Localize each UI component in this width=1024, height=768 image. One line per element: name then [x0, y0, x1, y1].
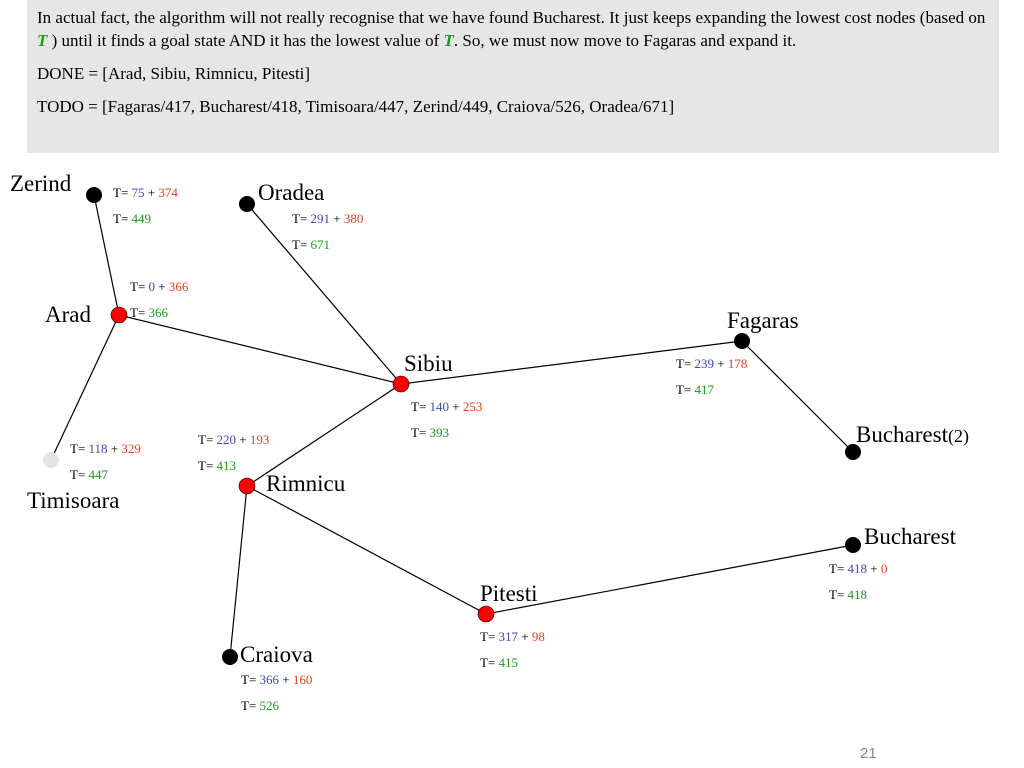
total-craiova: T= 526 — [241, 698, 280, 713]
explanation-paragraph: In actual fact, the algorithm will not r… — [37, 6, 989, 52]
node-label-craiova: Craiova — [240, 642, 313, 667]
edge-pitesti-bucharest — [485, 544, 854, 615]
node-label-fagaras: Fagaras — [727, 308, 799, 333]
total-timisoara: T= 447 — [70, 467, 109, 482]
edge-rimnicu-craiova — [229, 485, 248, 658]
node-rimnicu — [238, 477, 256, 495]
cost-arad: T= 0 + 366 — [130, 279, 189, 294]
node-zerind — [86, 187, 102, 203]
cost-bucharest: T= 418 + 0 — [829, 561, 887, 576]
cost-oradea: T= 291 + 380 — [292, 211, 363, 226]
node-sibiu — [392, 375, 410, 393]
page-number: 21 — [860, 745, 877, 762]
edge-sibiu-oradea — [246, 203, 402, 385]
total-oradea: T= 671 — [292, 237, 330, 252]
explanation-text-2: ) until it finds a goal state AND it has… — [47, 31, 444, 50]
cost-rimnicu: T= 220 + 193 — [198, 432, 269, 447]
node-label-bucharest: Bucharest — [864, 524, 957, 549]
edge-arad-sibiu — [118, 314, 402, 385]
cost-pitesti: T= 317 + 98 — [480, 629, 545, 644]
t-variable: T — [37, 31, 48, 50]
total-zerind: T= 449 — [113, 211, 151, 226]
cost-craiova: T= 366 + 160 — [241, 672, 312, 687]
cost-zerind: T= 75 + 374 — [113, 185, 178, 200]
node-label-sibiu: Sibiu — [404, 351, 453, 376]
total-sibiu: T= 393 — [411, 425, 449, 440]
node-label-arad: Arad — [45, 302, 91, 327]
total-bucharest: T= 418 — [829, 587, 867, 602]
todo-list: TODO = [Fagaras/417, Bucharest/418, Timi… — [37, 97, 675, 116]
node-label-oradea: Oradea — [258, 180, 324, 205]
node-label-rimnicu: Rimnicu — [266, 471, 346, 496]
node-bucharest-2 — [845, 444, 861, 460]
total-pitesti: T= 415 — [480, 655, 518, 670]
edge-arad-zerind — [93, 194, 120, 316]
edge-arad-timisoara — [50, 314, 120, 461]
t-variable: T — [443, 31, 454, 50]
edge-sibiu-rimnicu — [246, 383, 402, 487]
node-label-timisoara: Timisoara — [27, 488, 119, 513]
done-list: DONE = [Arad, Sibiu, Rimnicu, Pitesti] — [37, 64, 311, 83]
node-label-pitesti: Pitesti — [480, 581, 538, 606]
cost-timisoara: T= 118 + 329 — [70, 441, 141, 456]
total-arad: T= 366 — [130, 305, 169, 320]
total-rimnicu: T= 413 — [198, 458, 236, 473]
explanation-text-1: In actual fact, the algorithm will not r… — [37, 8, 986, 27]
edge-sibiu-fagaras — [400, 340, 743, 385]
cost-sibiu: T= 140 + 253 — [411, 399, 482, 414]
explanation-text-3: . So, we must now move to Fagaras and ex… — [453, 31, 797, 50]
node-fagaras — [734, 333, 750, 349]
node-craiova — [222, 649, 238, 665]
cost-fagaras: T= 239 + 178 — [676, 356, 747, 371]
total-fagaras: T= 417 — [676, 382, 715, 397]
node-bucharest — [845, 537, 861, 553]
edge-rimnicu-pitesti — [246, 485, 487, 615]
node-oradea — [239, 196, 255, 212]
node-label-zerind: Zerind — [10, 171, 72, 196]
explanation-box: In actual fact, the algorithm will not r… — [27, 0, 999, 153]
node-label-bucharest-2: Bucharest(2) — [856, 422, 969, 447]
node-arad — [110, 306, 128, 324]
node-timisoara — [43, 452, 59, 468]
node-pitesti — [477, 605, 495, 623]
edge-fagaras-bucharest2 — [741, 340, 854, 453]
